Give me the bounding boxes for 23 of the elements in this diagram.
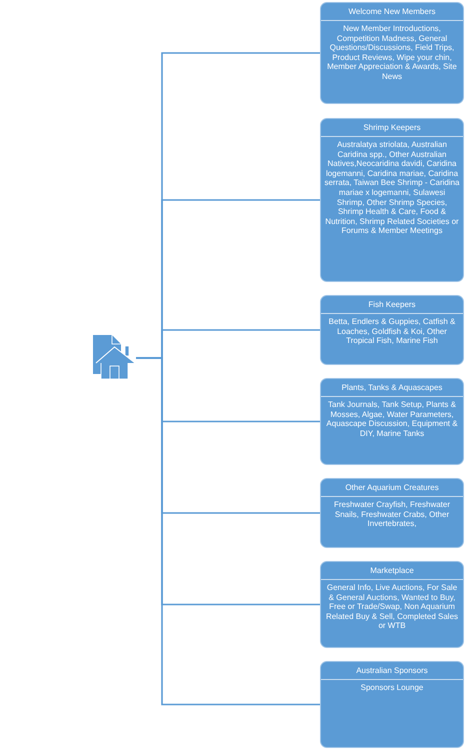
connector-line	[136, 357, 320, 706]
category-description: Freshwater Crayfish, Freshwater Snails, Freshwater Crabs, Other Invertebrates,	[332, 499, 452, 529]
category-title: Australian Sponsors	[321, 662, 463, 680]
category-box	[320, 295, 464, 365]
category-description: Betta, Endlers & Guppies, Catfish & Loaches, Goldfish & Koi, Other Tropical Fish, Marine Fish	[328, 316, 456, 346]
category-box	[320, 2, 464, 104]
category-box	[320, 118, 464, 282]
category-box	[320, 478, 464, 548]
category-description: Sponsors Lounge	[360, 682, 424, 693]
category-title: Marketplace	[321, 562, 463, 580]
category-title: Other Aquarium Creatures	[321, 479, 463, 497]
category-title: Shrimp Keepers	[321, 119, 463, 137]
category-title: Plants, Tanks & Aquascapes	[321, 379, 463, 397]
house-document-icon	[92, 334, 136, 380]
category-title: Fish Keepers	[321, 296, 463, 314]
category-box	[320, 378, 464, 465]
category-box	[320, 661, 464, 748]
category-description: Australatya striolata, Australian Caridina spp., Other Australian Natives,Neocaridina davidi, Caridina logemanni, Caridina mariae, Caridina serrata, Taiwan Bee Shrimp - Caridina mariae x logemanni, Sulawesi Shrimp, Other Shrimp Species, Shrimp Health & Care, Food & Nutrition, Shrimp Related Societies or Forums & Member Meetings	[323, 139, 461, 236]
category-box	[320, 561, 464, 648]
category-title: Welcome New Members	[321, 3, 463, 21]
category-description: New Member Introductions, Competition Madness, General Questions/Discussions, Field Trips, Product Reviews, Wipe your chin, Member Appreciation & Awards, Site News	[326, 23, 458, 82]
category-description: Tank Journals, Tank Setup, Plants & Mosses, Algae, Water Parameters, Aquascape Discussion, Equipment & DIY, Marine Tanks	[325, 399, 459, 438]
category-description: General Info, Live Auctions, For Sale & General Auctions, Wanted to Buy, Free or Trade/Swap, Non Aquarium Related Buy & Sell, Completed Sales or WTB	[324, 582, 460, 631]
